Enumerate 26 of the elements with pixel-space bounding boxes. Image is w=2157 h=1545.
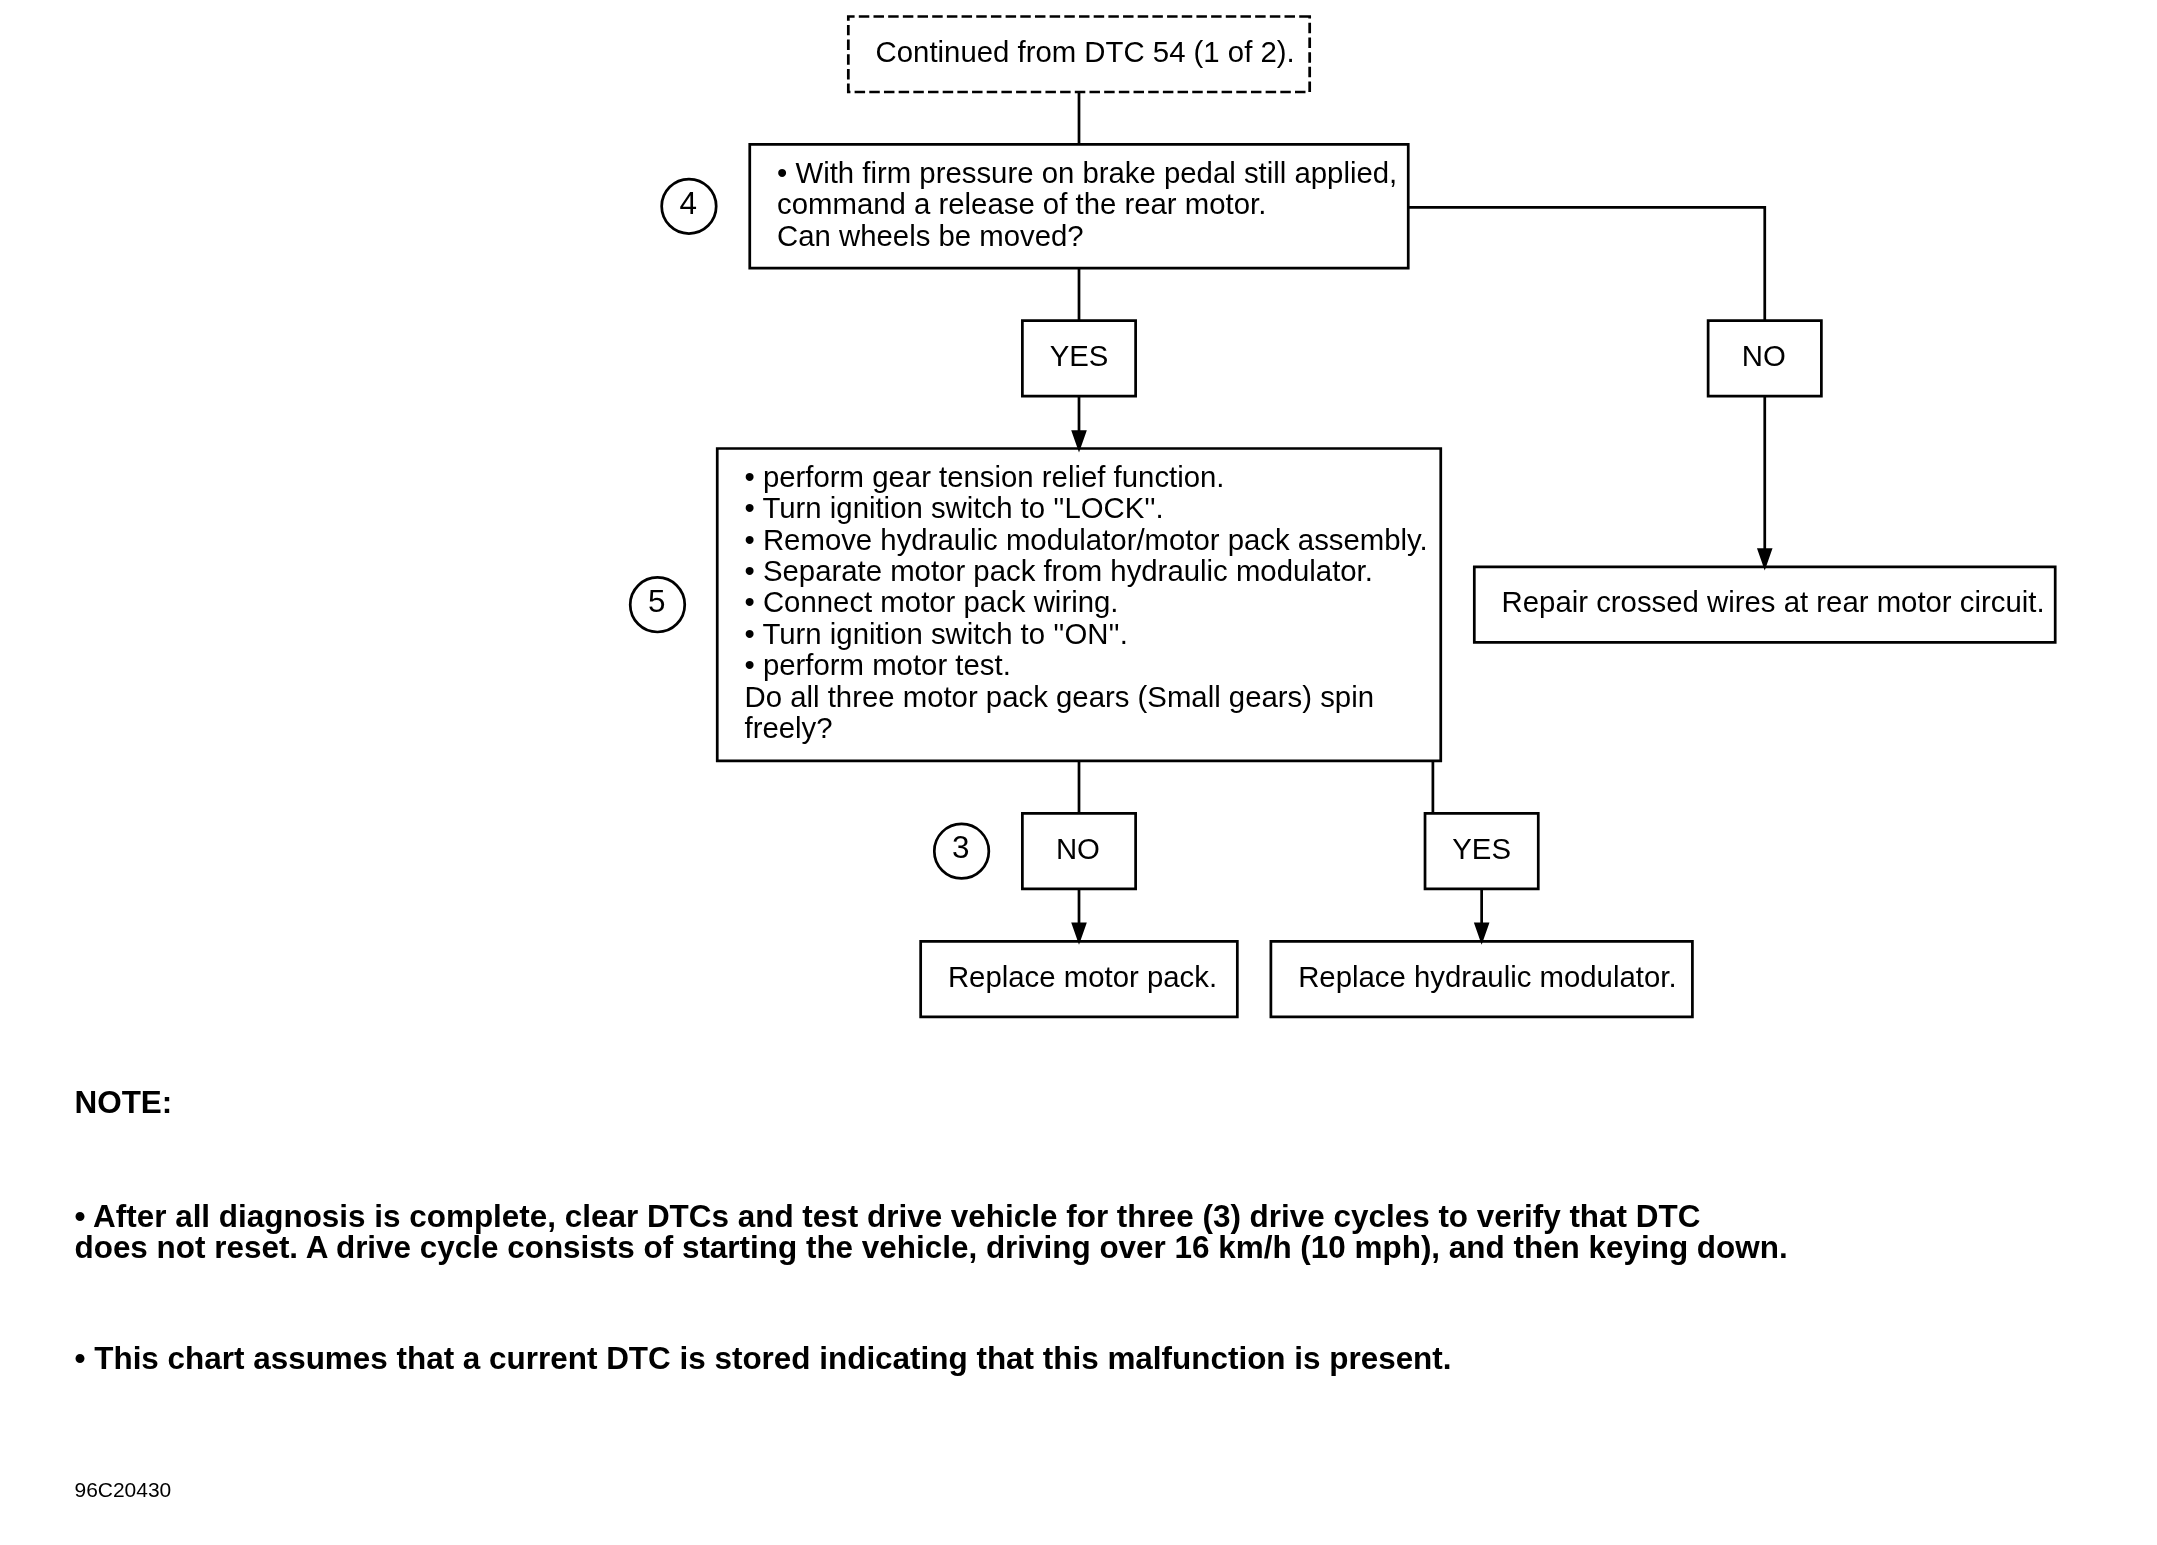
connector [1077, 761, 1080, 813]
label: NOTE: [73, 1085, 172, 1121]
node-label: 5 [647, 584, 666, 620]
node-box: Continued from DTC 54 (1 of 2). [846, 15, 1311, 94]
label: 96C20430 [73, 1478, 171, 1502]
node-box: YES [1020, 319, 1137, 398]
node-box: NO [1706, 319, 1823, 398]
node-box: YES [1423, 812, 1540, 891]
label: • After all diagnosis is complete, clear DTCs and test drive vehicle for three (3) drive cycles to verify that DTC does not reset. A drive cycle consists of starting the vehicle, driving over 16 km/h (10 mph), and then keying down. [73, 1198, 1788, 1265]
connector [1077, 269, 1080, 321]
node-label: 4 [679, 185, 697, 221]
node-label: 3 [951, 830, 970, 866]
node-box: Repair crossed wires at rear motor circuit. [1472, 565, 2057, 644]
node-box: Replace hydraulic modulator. [1269, 939, 1694, 1019]
node-box: Replace motor pack. [918, 939, 1239, 1019]
node-box: • With firm pressure on brake pedal still applied, command a release of the rear motor. Can wheels be moved? [747, 143, 1410, 270]
connector [1077, 92, 1080, 145]
connector [1408, 205, 1766, 321]
arrow [1473, 889, 1489, 945]
arrow [1756, 396, 1773, 571]
node-box: • perform gear tension relief function. • Turn ignition switch to ''LOCK''. • Remove hydraulic modulator/motor pack assembly. • Separate motor pack from hydraulic modulator. • Connect motor pack wiring. • Turn ignition switch to ''ON''. • perform motor test. Do all three motor pack gears (Small gears) spin freely? [715, 447, 1442, 763]
node-box: NO [1020, 812, 1137, 891]
label: • This chart assumes that a current DTC is stored indicating that this malfunction is present. [73, 1341, 1452, 1377]
arrow [1070, 396, 1087, 453]
connector [1431, 761, 1434, 813]
arrow [1070, 889, 1087, 945]
